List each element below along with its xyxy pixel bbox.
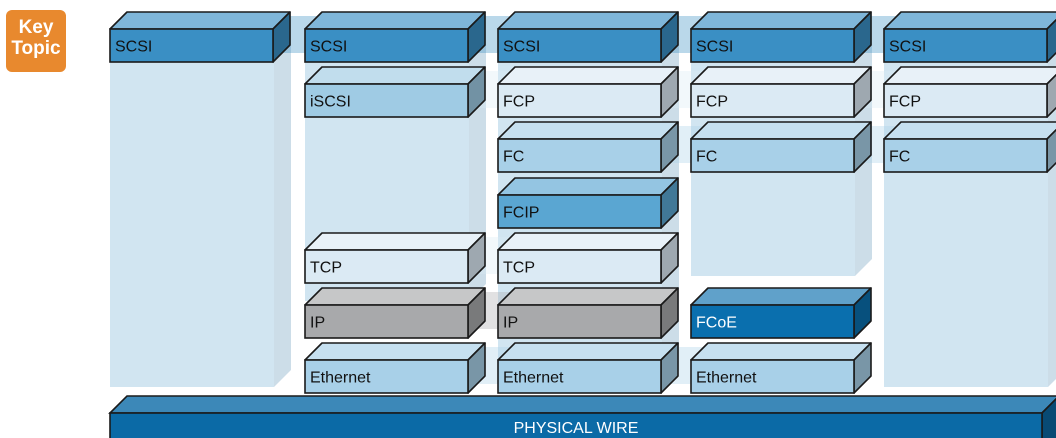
layer-box-front <box>304 304 469 339</box>
protocol-stack: SCSI FCP FC FCIP TCP IP Ethernet <box>497 11 679 394</box>
layer-ip: IP <box>497 287 679 339</box>
layer-box-top <box>497 11 679 30</box>
layer-box-top <box>304 342 486 361</box>
layer-fcp-label: FCP <box>503 94 535 111</box>
layer-box-front <box>883 138 1048 173</box>
layer-box-top <box>883 11 1056 30</box>
layer-ethernet-label: Ethernet <box>503 370 564 387</box>
layer-fcp: FCP <box>497 66 679 118</box>
layer-box-top <box>883 66 1056 85</box>
key-topic-line2: Topic <box>11 38 61 59</box>
layer-ethernet-label: Ethernet <box>696 370 757 387</box>
layer-fc-label: FC <box>503 149 524 166</box>
layer-fcp: FCP <box>690 66 872 118</box>
stack-column-side <box>274 12 291 387</box>
layer-box-front <box>497 28 662 63</box>
layer-scsi-label: SCSI <box>696 39 733 56</box>
layer-box-front <box>497 194 662 229</box>
protocol-stack: SCSI FCP FC <box>883 11 1056 173</box>
layer-box-top <box>690 121 872 140</box>
layer-fcp-label: FCP <box>696 94 728 111</box>
layer-fc: FC <box>690 121 872 173</box>
physical-wire: PHYSICAL WIRE <box>108 395 1056 438</box>
layer-scsi-label: SCSI <box>310 39 347 56</box>
layer-tcp: TCP <box>304 232 486 284</box>
layer-ethernet: Ethernet <box>497 342 679 394</box>
layer-box-front <box>304 249 469 284</box>
physical-wire-front <box>109 412 1043 438</box>
layer-box-front <box>690 28 855 63</box>
layer-box-front <box>109 28 274 63</box>
layer-scsi-label: SCSI <box>889 39 926 56</box>
layer-ip-label: IP <box>503 315 518 332</box>
layer-box-top <box>304 287 486 306</box>
layer-box-front <box>497 359 662 394</box>
layer-fcp: FCP <box>883 66 1056 118</box>
physical-wire-label: PHYSICAL WIRE <box>514 420 639 437</box>
layer-box-top <box>690 66 872 85</box>
layer-box-front <box>690 304 855 339</box>
layer-box-top <box>690 287 872 306</box>
layer-box-top <box>304 66 486 85</box>
layer-box-top <box>690 11 872 30</box>
layer-box-top <box>304 11 486 30</box>
layer-scsi: SCSI <box>109 11 291 63</box>
key-topic-badge: Key Topic <box>6 10 66 72</box>
layer-box-top <box>497 66 679 85</box>
layer-scsi: SCSI <box>883 11 1056 63</box>
layer-tcp-label: TCP <box>503 260 535 277</box>
layer-fcip-label: FCIP <box>503 205 539 222</box>
layer-ethernet: Ethernet <box>690 342 872 394</box>
layer-fc: FC <box>883 121 1056 173</box>
layer-box-front <box>883 28 1048 63</box>
layer-scsi: SCSI <box>690 11 872 63</box>
protocol-stack: SCSI <box>109 11 291 63</box>
layer-tcp: TCP <box>497 232 679 284</box>
layer-box-front <box>497 83 662 118</box>
layer-fc-label: FC <box>696 149 717 166</box>
physical-wire-top <box>108 395 1056 414</box>
layer-box-front <box>497 138 662 173</box>
layer-box-top <box>497 342 679 361</box>
layer-fcoe: FCoE <box>690 287 872 339</box>
layer-box-top <box>304 232 486 251</box>
layer-box-front <box>497 304 662 339</box>
layer-box-front <box>883 83 1048 118</box>
layer-box-front <box>690 83 855 118</box>
layer-scsi-label: SCSI <box>115 39 152 56</box>
layer-box-front <box>304 359 469 394</box>
stack-column <box>110 29 274 387</box>
layer-box-front <box>690 359 855 394</box>
layer-scsi: SCSI <box>304 11 486 63</box>
layer-ip-label: IP <box>310 315 325 332</box>
layer-box-top <box>883 121 1056 140</box>
layer-fcip: FCIP <box>497 177 679 229</box>
layer-fc-label: FC <box>889 149 910 166</box>
layer-box-top <box>497 232 679 251</box>
layer-box-top <box>109 11 291 30</box>
protocol-stack: SCSI FCP FC FCoE Ethernet <box>690 11 872 394</box>
layer-ip: IP <box>304 287 486 339</box>
layer-box-front <box>304 28 469 63</box>
layer-tcp-label: TCP <box>310 260 342 277</box>
layer-box-top <box>497 177 679 196</box>
layer-box-front <box>690 138 855 173</box>
layer-box-front <box>304 83 469 118</box>
layer-fcoe-label: FCoE <box>696 315 737 332</box>
layer-ethernet-label: Ethernet <box>310 370 371 387</box>
layer-fc: FC <box>497 121 679 173</box>
layer-iscsi-label: iSCSI <box>310 94 351 111</box>
layer-scsi-label: SCSI <box>503 39 540 56</box>
layer-box-top <box>497 287 679 306</box>
layer-scsi: SCSI <box>497 11 679 63</box>
layer-box-top <box>690 342 872 361</box>
layer-box-front <box>497 249 662 284</box>
layer-iscsi: iSCSI <box>304 66 486 118</box>
layer-fcp-label: FCP <box>889 94 921 111</box>
key-topic-line1: Key <box>18 17 54 38</box>
layer-ethernet: Ethernet <box>304 342 486 394</box>
protocol-stack: SCSI iSCSI TCP IP Ethernet <box>304 11 486 394</box>
layer-box-top <box>497 121 679 140</box>
